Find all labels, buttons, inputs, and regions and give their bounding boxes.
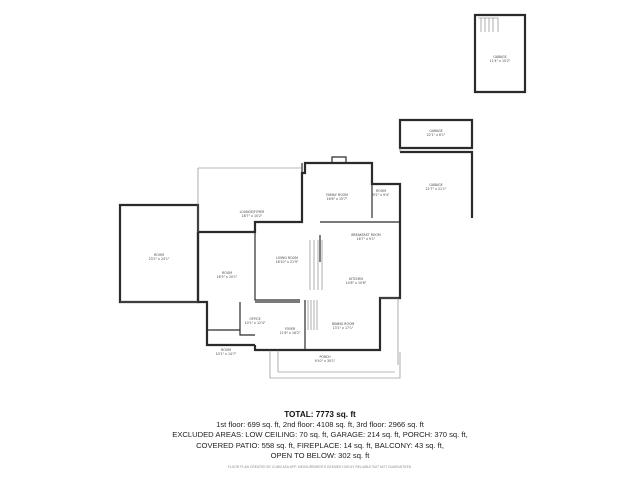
wall-main-left <box>196 232 255 347</box>
wall-garage-top <box>473 13 527 94</box>
room-name-room-bottom: ROOM <box>221 348 231 352</box>
wall-garage-upper <box>398 118 474 150</box>
room-name-foyer: FOYER <box>285 327 296 331</box>
room-dims-breakfast: 16'7" x 9'1" <box>357 237 376 241</box>
room-dims-foyer: 11'8" x 16'2" <box>280 331 301 335</box>
room-dims-loft: 18'7" x 10'2" <box>242 214 263 218</box>
porch-right <box>380 297 399 365</box>
room-name-breakfast: BREAKFAST ROOM <box>351 233 381 237</box>
porch-bottom <box>269 350 401 379</box>
room-dims-room-mid: 16'3" x 20'1" <box>217 275 238 279</box>
room-dims-kitchen: 14'6" x 10'6" <box>346 281 367 285</box>
room-labels: GARAGE 11'4" x 15'2" GARAGE 22'1" x 6'1"… <box>149 55 511 363</box>
room-name-room-left: ROOM <box>154 253 164 257</box>
wall-main-bottom <box>253 345 370 352</box>
total-area: TOTAL: 7773 sq. ft <box>284 410 356 419</box>
room-name-kitchen: KITCHEN <box>349 277 363 281</box>
room-name-loft: LOUNGE/FOYER <box>240 210 266 214</box>
area-summary: TOTAL: 7773 sq. ft 1st floor: 699 sq. ft… <box>0 410 640 469</box>
room-name-garage-top: GARAGE <box>493 55 506 59</box>
thin-lines <box>120 17 499 379</box>
interior-walls <box>207 156 400 350</box>
room-dims-room-bottom: 10'1" x 14'7" <box>216 352 237 356</box>
wall-living <box>254 222 300 301</box>
room-name-room-small: ROOM <box>376 189 386 193</box>
floor-breakdown: 1st floor: 699 sq. ft, 2nd floor: 4108 s… <box>216 420 424 429</box>
excluded-areas-3: OPEN TO BELOW: 302 sq. ft <box>270 450 370 460</box>
stairs-main <box>309 240 323 290</box>
wall-office <box>239 302 255 336</box>
stairs-foyer <box>307 300 318 330</box>
room-dims-garage-upper: 22'1" x 6'1" <box>427 133 446 137</box>
room-name-family: FAMILY ROOM <box>326 193 348 197</box>
room-name-office: OFFICE <box>249 317 260 321</box>
wall-garage-main <box>400 150 474 218</box>
room-name-porch: PORCH <box>319 355 331 359</box>
room-dims-office: 10'1" x 12'4" <box>245 321 266 325</box>
room-dims-room-small: 9'2" x 9'4" <box>373 193 390 197</box>
room-name-garage-upper: GARAGE <box>429 129 442 133</box>
room-dims-dining: 13'1" x 17'1" <box>333 326 354 330</box>
room-name-living: LIVING ROOM <box>276 256 298 260</box>
room-dims-garage-main: 21'7" x 21'1" <box>426 187 447 191</box>
room-dims-garage-top: 11'4" x 15'2" <box>490 59 511 63</box>
walls <box>118 13 527 352</box>
excluded-areas-2: COVERED PATIO: 558 sq. ft, FIREPLACE: 14… <box>196 440 444 450</box>
room-name-dining: DINING ROOM <box>332 322 355 326</box>
room-dims-living: 18'10" x 21'9" <box>276 260 299 264</box>
stairs-garage <box>478 17 499 32</box>
room-name-room-mid: ROOM <box>222 271 232 275</box>
disclaimer: FLOOR PLAN CREATED BY CUBICASA APP. MEAS… <box>227 465 413 470</box>
fireplace <box>331 156 347 163</box>
room-name-garage-main: GARAGE <box>429 183 442 187</box>
porch-bottom-inner <box>277 350 395 373</box>
room-dims-room-left: 23'2" x 24'1" <box>149 257 170 261</box>
room-dims-family: 16'6" x 15'7" <box>327 197 348 201</box>
excluded-areas-1: EXCLUDED AREAS: LOW CEILING: 70 sq. ft, … <box>172 430 468 440</box>
room-dims-porch: 9'10" x 30'1" <box>315 359 336 363</box>
